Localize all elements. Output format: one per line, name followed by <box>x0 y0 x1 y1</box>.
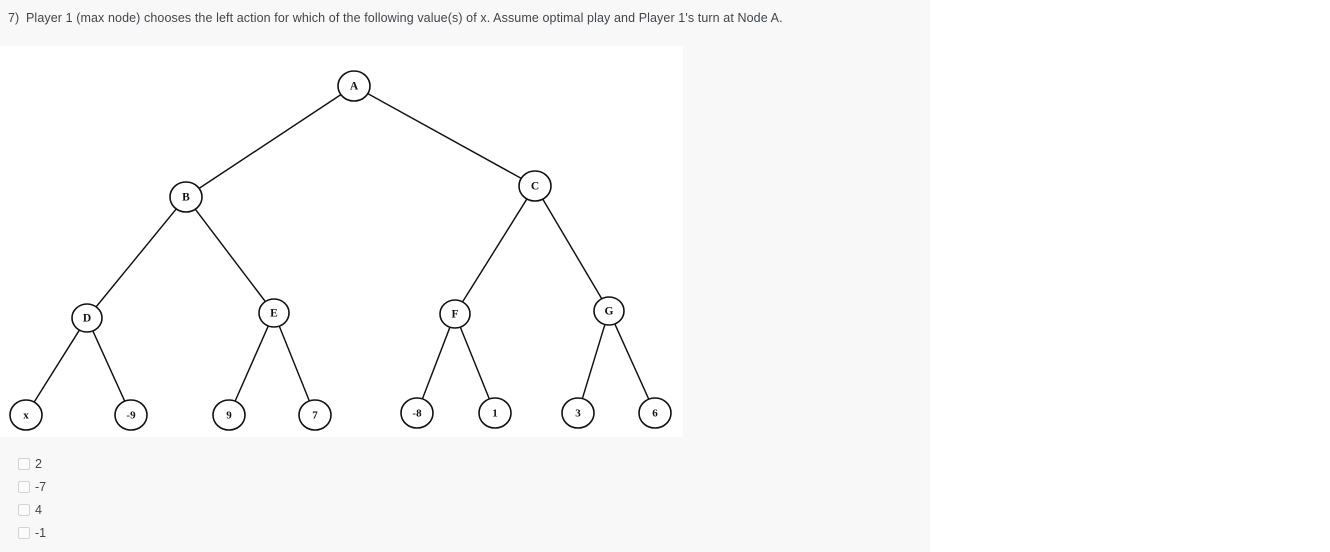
tree-node-circle-c <box>518 170 552 202</box>
tree-node-circle-e <box>258 298 290 328</box>
tree-node-label-g: G <box>605 306 614 318</box>
answer-choice-2[interactable]: -7 <box>0 475 930 498</box>
tree-node-circle-f <box>439 299 471 329</box>
tree-edge-a-b <box>198 93 342 190</box>
tree-leaf-circle-l3 <box>212 399 246 431</box>
tree-edge-f-l6 <box>459 326 491 400</box>
tree-leaf-label-l6: 1 <box>492 408 498 420</box>
tree-node-circle-b <box>169 181 203 213</box>
tree-edge-g-l8 <box>614 323 650 400</box>
tree-leaf-l5: -8 <box>400 397 434 429</box>
tree-node-label-f: F <box>451 309 458 321</box>
tree-leaf-circle-l6 <box>478 397 512 429</box>
answer-choice-label: 4 <box>35 502 42 517</box>
tree-leaf-circle-l7 <box>561 397 595 429</box>
tree-leaf-l6: 1 <box>478 397 512 429</box>
game-tree-svg: A B C D E F G x -9 9 7 -8 1 3 6 <box>9 70 672 431</box>
tree-nodes: A B C D E F G <box>71 70 625 333</box>
tree-edge-f-l5 <box>421 326 451 400</box>
tree-node-e: E <box>258 298 290 328</box>
tree-leaf-l2: -9 <box>114 399 148 431</box>
answer-choice-label: -7 <box>35 479 47 494</box>
answer-choice-3[interactable]: 4 <box>0 498 930 521</box>
tree-node-label-e: E <box>270 308 278 320</box>
tree-leaf-label-l8: 6 <box>652 408 658 420</box>
answer-choice-1[interactable]: 2 <box>0 452 930 475</box>
tree-edge-b-e <box>194 208 267 303</box>
tree-leaf-label-l7: 3 <box>575 408 581 420</box>
tree-leaf-label-l2: -9 <box>126 410 136 422</box>
tree-leaf-label-l1: x <box>23 410 29 422</box>
tree-leaves: x -9 9 7 -8 1 3 6 <box>9 397 672 431</box>
tree-node-b: B <box>169 181 203 213</box>
answer-choice-label: -1 <box>35 525 47 540</box>
tree-node-f: F <box>439 299 471 329</box>
tree-edge-a-c <box>367 92 522 180</box>
tree-leaf-circle-l1 <box>9 399 43 431</box>
question-prompt: 7) Player 1 (max node) chooses the left … <box>0 10 930 26</box>
tree-edge-d-l2 <box>92 330 126 402</box>
tree-leaf-circle-l8 <box>638 397 672 429</box>
tree-node-label-d: D <box>83 313 91 325</box>
tree-leaf-label-l3: 9 <box>226 410 232 422</box>
tree-edges <box>33 92 650 403</box>
tree-node-label-a: A <box>350 81 359 93</box>
tree-node-label-c: C <box>531 181 539 193</box>
answer-choices-list: 2 -7 4 -1 <box>0 452 930 544</box>
question-text: Player 1 (max node) chooses the left act… <box>26 11 783 25</box>
tree-leaf-l8: 6 <box>638 397 672 429</box>
tree-node-a: A <box>337 70 371 102</box>
tree-node-c: C <box>518 170 552 202</box>
tree-node-g: G <box>593 296 625 326</box>
tree-node-label-b: B <box>182 192 190 204</box>
tree-edge-e-l3 <box>234 325 270 402</box>
answer-choice-label: 2 <box>35 456 42 471</box>
game-tree-figure: A B C D E F G x -9 9 7 -8 1 3 6 <box>0 46 683 437</box>
tree-leaf-l1: x <box>9 399 43 431</box>
tree-leaf-l7: 3 <box>561 397 595 429</box>
tree-edge-c-f <box>461 198 528 303</box>
tree-node-circle-d <box>71 303 103 333</box>
tree-edge-e-l4 <box>278 325 311 402</box>
tree-node-d: D <box>71 303 103 333</box>
tree-edge-c-g <box>542 198 603 300</box>
tree-node-circle-g <box>593 296 625 326</box>
checkbox-icon[interactable] <box>18 526 30 539</box>
tree-leaf-circle-l5 <box>400 397 434 429</box>
question-content-area: 7) Player 1 (max node) chooses the left … <box>0 10 930 544</box>
tree-node-circle-a <box>337 70 371 102</box>
tree-leaf-label-l4: 7 <box>312 410 318 422</box>
checkbox-icon[interactable] <box>18 503 30 516</box>
tree-edge-d-l1 <box>33 329 81 403</box>
tree-leaf-circle-l4 <box>298 399 332 431</box>
tree-leaf-circle-l2 <box>114 399 148 431</box>
tree-leaf-label-l5: -8 <box>412 408 422 420</box>
question-number: 7) <box>8 11 20 25</box>
checkbox-icon[interactable] <box>18 480 30 493</box>
answer-choice-4[interactable]: -1 <box>0 521 930 544</box>
tree-edge-g-l7 <box>581 323 606 400</box>
checkbox-icon[interactable] <box>18 457 30 470</box>
tree-leaf-l3: 9 <box>212 399 246 431</box>
tree-edge-b-d <box>95 208 177 308</box>
tree-leaf-l4: 7 <box>298 399 332 431</box>
